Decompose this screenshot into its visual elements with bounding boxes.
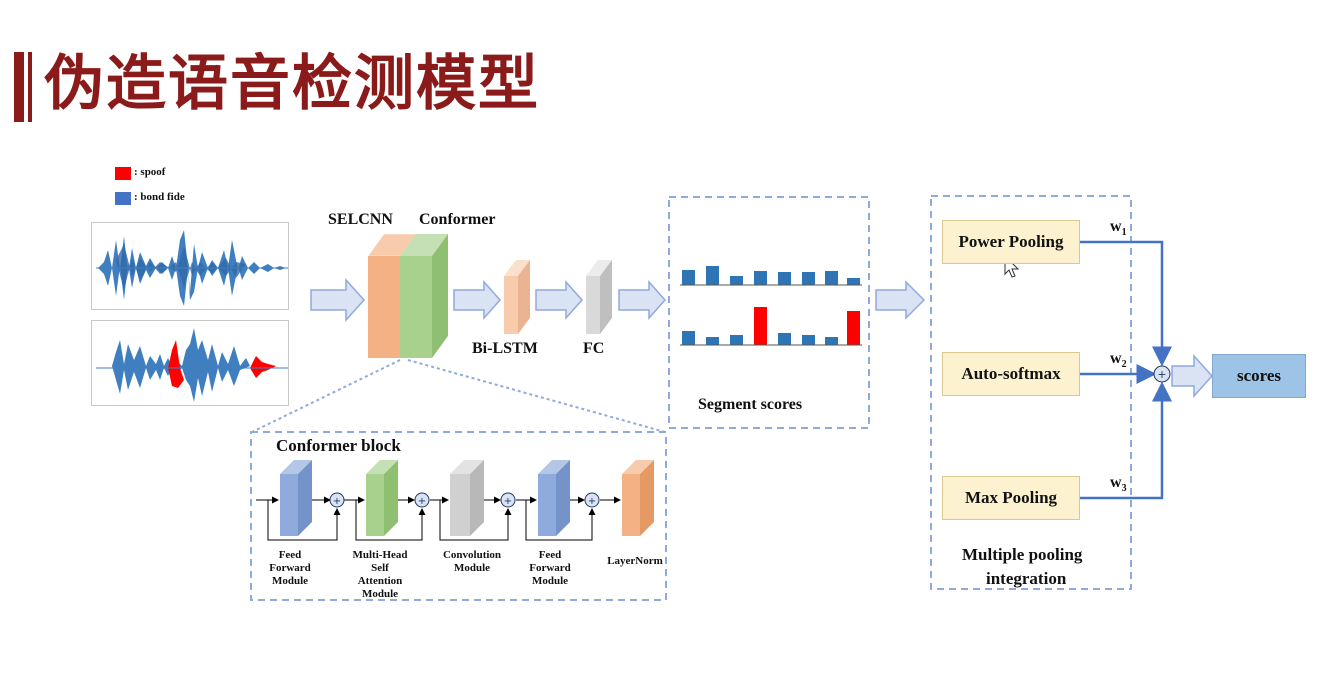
page-title: 伪造语音检测模型 [44, 49, 540, 119]
pooling-caption-line1: Multiple pooling [962, 545, 1083, 564]
svg-text:+: + [333, 496, 341, 507]
waveform-spoof-box [91, 320, 289, 406]
legend-bonafide-swatch [115, 192, 131, 205]
module-label-ff1: Feed Forward Module [269, 549, 311, 587]
scores-label: scores [1236, 366, 1282, 385]
adders [329, 492, 600, 508]
selcnn-label: SELCNN [328, 211, 393, 228]
module-label-ff2: Feed Forward Module [529, 549, 571, 587]
legend-spoof-label: : spoof [134, 166, 166, 178]
power-pooling-label: Power Pooling [958, 232, 1064, 251]
module-label-conv: Convolution Module [442, 549, 502, 574]
title-accent-bar [14, 52, 24, 122]
max-pooling-box: Max Pooling [942, 476, 1080, 520]
auto-softmax-label: Auto-softmax [961, 364, 1061, 383]
svg-text:+: + [588, 496, 596, 507]
segment-bars-spoof [682, 307, 860, 345]
conformer-inner [280, 460, 654, 536]
weight-w2: w2 [1110, 350, 1127, 371]
conformer-label: Conformer [419, 211, 496, 228]
legend-spoof-swatch [115, 167, 131, 180]
module-label-mhsa: Multi-Head Self Attention Module [352, 549, 408, 600]
segment-scores-label: Segment scores [698, 396, 803, 413]
power-pooling-box: Power Pooling [942, 220, 1080, 264]
weight-w1: w1 [1110, 218, 1127, 239]
conformer-block-title: Conformer block [276, 436, 401, 455]
bilstm-label: Bi-LSTM [472, 340, 538, 357]
pooling-caption-line2: integration [986, 569, 1067, 588]
title-accent-bar-thin [28, 52, 32, 122]
fc-block [586, 260, 612, 334]
waveform-spoof [112, 328, 250, 402]
conformer-block [400, 234, 448, 358]
segment-bars-bonafide [682, 266, 860, 285]
block-arrows [310, 278, 1214, 398]
legend-bonafide-label: : bond fide [134, 191, 185, 203]
svg-text:+: + [504, 496, 512, 507]
weight-w3: w3 [1110, 474, 1127, 495]
bilstm-block [504, 260, 530, 334]
module-label-layernorm: LayerNorm [607, 555, 663, 567]
scores-box: scores [1212, 354, 1306, 398]
svg-text:+: + [418, 496, 426, 507]
auto-softmax-box: Auto-softmax [942, 352, 1080, 396]
waveform-bonafide-box [91, 222, 289, 310]
fc-label: FC [583, 340, 605, 357]
max-pooling-label: Max Pooling [964, 488, 1058, 507]
svg-text:+: + [1157, 368, 1166, 381]
